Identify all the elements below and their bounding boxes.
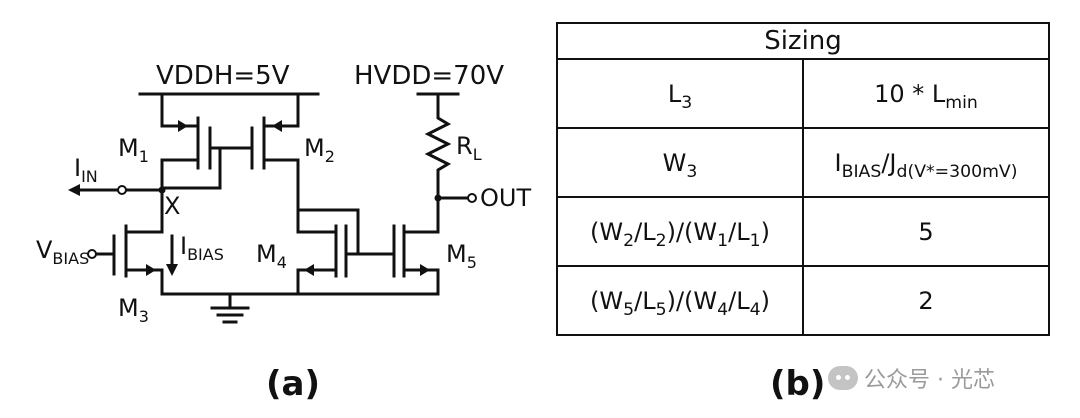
m4-transistor [296, 208, 348, 296]
iin-label: IIN [74, 154, 98, 186]
rl-resistor [424, 110, 452, 178]
vbias-terminal [87, 249, 97, 259]
ibias-label: IBIAS [180, 232, 224, 264]
m1-arrow-icon [178, 120, 188, 132]
m5-label: M5 [446, 240, 477, 272]
watermark: 公众号 · 光芯 [828, 362, 995, 394]
iin-terminal [117, 185, 127, 195]
circuit-schematic: VDDH=5V HVDD=70V M1 M2 M3 M4 M5 RL IIN V… [36, 61, 531, 326]
m4-label: M4 [256, 240, 287, 272]
m5-transistor [392, 174, 440, 296]
value-cell: 5 [802, 196, 1050, 267]
hvdd-label: HVDD=70V [354, 61, 504, 91]
m5-arrow-icon [420, 264, 430, 276]
value-cell: 2 [802, 265, 1050, 336]
m1-transistor [160, 92, 212, 192]
ibias-arrow-icon [166, 264, 178, 276]
m1-label: M1 [118, 134, 149, 166]
sizing-table: Sizing L3 10 * Lmin W3 IBIAS/Jd(V*=300mV… [556, 22, 1050, 336]
param-cell: L3 [556, 58, 804, 129]
table-row: L3 10 * Lmin [556, 58, 1050, 129]
out-terminal [467, 193, 477, 203]
vddh-label: VDDH=5V [156, 61, 290, 91]
panel-label-a: (a) [266, 364, 321, 404]
wechat-icon [828, 366, 858, 390]
value-cell: 10 * Lmin [802, 58, 1050, 129]
panel-label-b: (b) [770, 364, 826, 404]
out-label: OUT [480, 184, 531, 212]
m2-label: M2 [304, 134, 335, 166]
node-x-dot [158, 186, 166, 194]
table-row: W3 IBIAS/Jd(V*=300mV) [556, 127, 1050, 198]
table-row: (W2/L2)/(W1/L1) 5 [556, 196, 1050, 267]
value-cell: IBIAS/Jd(V*=300mV) [802, 127, 1050, 198]
m4-arrow-icon [304, 264, 314, 276]
m3-label: M3 [118, 294, 149, 326]
param-cell: (W2/L2)/(W1/L1) [556, 196, 804, 267]
m2-transistor [250, 92, 300, 212]
iin-arrow-icon [68, 184, 80, 196]
table-row: (W5/L5)/(W4/L4) 2 [556, 265, 1050, 336]
m2-arrow-icon [272, 120, 282, 132]
node-x-label: X [164, 192, 180, 220]
watermark-text: 公众号 · 光芯 [864, 368, 995, 393]
sizing-table-title: Sizing [556, 22, 1050, 60]
param-cell: W3 [556, 127, 804, 198]
rl-label: RL [456, 132, 482, 164]
vbias-label: VBIAS [36, 236, 89, 268]
param-cell: (W5/L5)/(W4/L4) [556, 265, 804, 336]
m3-transistor [90, 188, 164, 296]
m3-arrow-icon [146, 264, 156, 276]
